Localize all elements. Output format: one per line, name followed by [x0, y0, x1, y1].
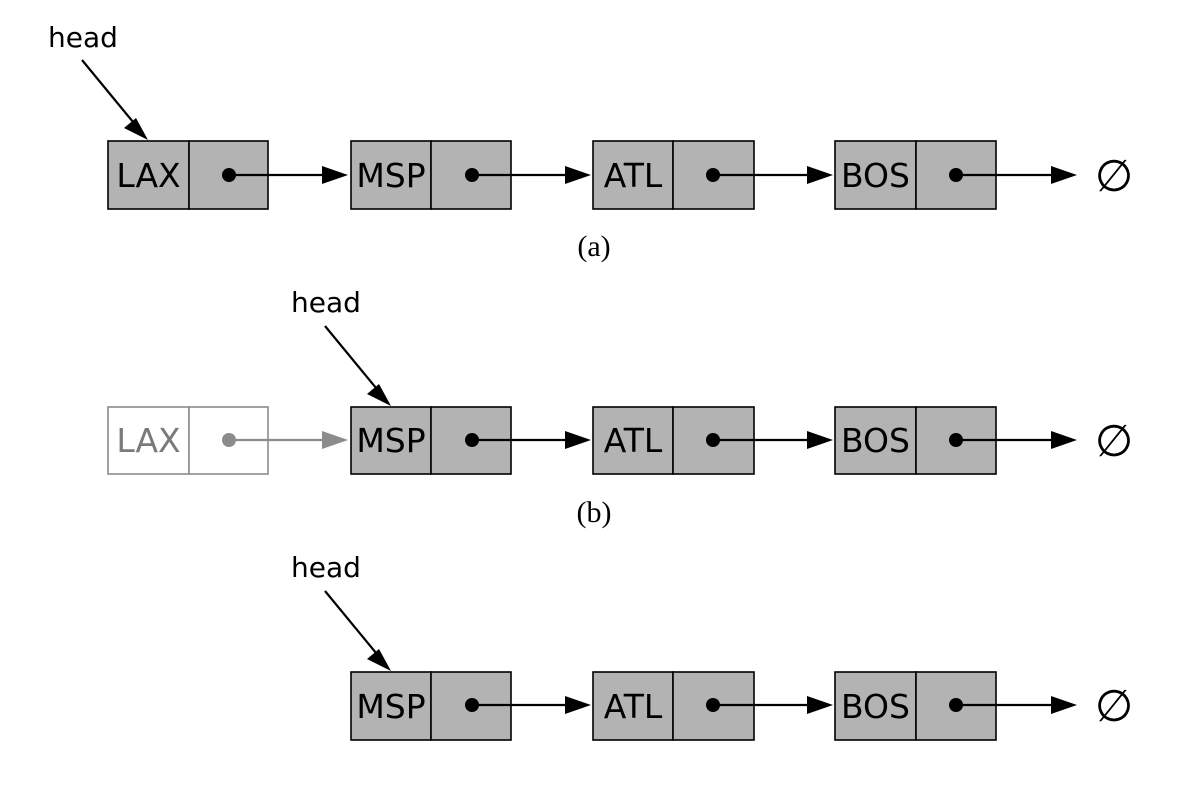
next-arrowhead — [565, 431, 591, 449]
list-node-msp: MSP — [350, 671, 591, 741]
head-label: head — [48, 21, 118, 54]
node-label: MSP — [356, 687, 425, 726]
node-element-cell — [107, 140, 190, 210]
list-node-atl: ATL — [592, 671, 833, 741]
next-arrowhead — [1051, 696, 1077, 714]
node-element-cell — [592, 671, 674, 741]
next-arrowhead — [565, 696, 591, 714]
panel-b: head LAX MSP ATL — [107, 286, 1133, 529]
panel-caption: (a) — [577, 230, 610, 263]
head-arrow-line — [324, 325, 382, 395]
list-node-lax: LAX — [107, 140, 348, 210]
list-node-atl: ATL — [592, 140, 833, 210]
node-element-cell — [350, 671, 432, 741]
panel-caption: (b) — [577, 496, 612, 529]
node-label: BOS — [841, 687, 910, 726]
node-label: ATL — [604, 421, 663, 460]
head-pointer: head — [291, 551, 391, 671]
head-arrow-line — [81, 59, 139, 129]
list-node-atl: ATL — [592, 406, 833, 475]
node-label: ATL — [604, 156, 663, 195]
node-label: BOS — [841, 421, 910, 460]
node-label: ATL — [604, 687, 663, 726]
node-element-cell — [350, 140, 432, 210]
next-arrowhead — [807, 166, 833, 184]
node-label: MSP — [356, 421, 425, 460]
next-arrowhead — [807, 431, 833, 449]
head-arrowhead — [367, 649, 391, 671]
next-arrowhead — [322, 431, 348, 449]
node-element-cell — [834, 140, 917, 210]
node-label: LAX — [116, 421, 180, 460]
next-arrowhead — [565, 166, 591, 184]
next-arrowhead — [1051, 431, 1077, 449]
list-node-msp: MSP — [350, 140, 591, 210]
node-element-cell — [834, 671, 917, 741]
node-element-cell — [834, 406, 917, 475]
list-node-bos: BOS — [834, 671, 1077, 741]
next-arrowhead — [1051, 166, 1077, 184]
list-node-bos: BOS — [834, 406, 1077, 475]
list-node-msp: MSP — [350, 406, 591, 475]
list-node-lax-removed: LAX — [107, 406, 348, 475]
null-terminator: ∅ — [1095, 416, 1133, 467]
node-element-cell — [592, 140, 674, 210]
next-arrowhead — [322, 166, 348, 184]
next-arrowhead — [807, 696, 833, 714]
node-element-cell — [107, 406, 190, 475]
head-arrowhead — [367, 384, 391, 406]
node-element-cell — [592, 406, 674, 475]
null-terminator: ∅ — [1095, 681, 1133, 732]
node-label: BOS — [841, 156, 910, 195]
head-arrow-line — [324, 590, 382, 660]
head-pointer: head — [48, 21, 148, 140]
panel-a: head LAX MSP ATL — [48, 21, 1133, 263]
head-arrowhead — [124, 118, 148, 140]
null-terminator: ∅ — [1095, 151, 1133, 202]
node-label: LAX — [116, 156, 180, 195]
panel-c: head MSP ATL BOS — [291, 551, 1133, 741]
head-label: head — [291, 286, 361, 319]
list-node-bos: BOS — [834, 140, 1077, 210]
head-pointer: head — [291, 286, 391, 406]
head-label: head — [291, 551, 361, 584]
node-label: MSP — [356, 156, 425, 195]
